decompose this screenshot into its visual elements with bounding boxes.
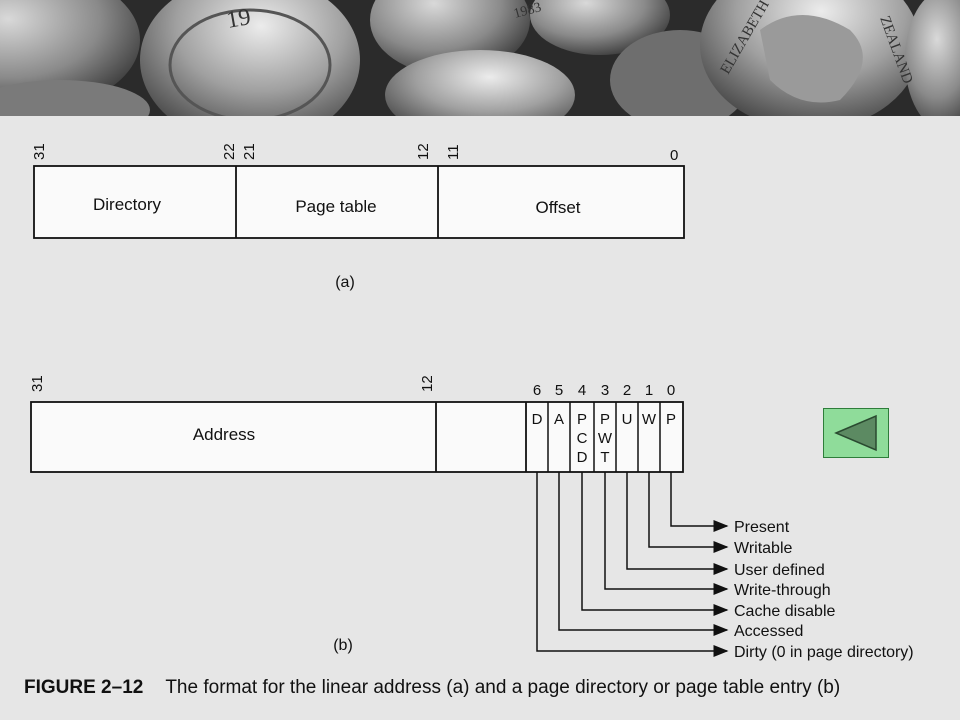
bit-label-11: 11 (445, 144, 462, 160)
flag-bit-4: 4 (578, 382, 586, 399)
bit-label-12: 12 (419, 375, 436, 392)
flag-bit-3: 3 (601, 382, 609, 399)
bit-label-0: 0 (670, 147, 678, 164)
figure-caption: FIGURE 2–12 The format for the linear add… (24, 677, 840, 699)
flag-letter-d: D (532, 411, 543, 428)
flag-letter-w: W (642, 411, 657, 428)
page-entry-register (30, 401, 684, 473)
part-a-label: (a) (335, 274, 355, 291)
linear-address-register (33, 165, 685, 239)
connector-write-through (604, 472, 729, 595)
connector-cache-disable (581, 472, 729, 616)
flag-desc-present: Present (734, 519, 790, 536)
connector-present (670, 472, 729, 532)
figure-number: FIGURE 2–12 (24, 677, 144, 698)
bit-label-31: 31 (29, 375, 46, 392)
field-offset: Offset (535, 198, 580, 217)
connector-accessed (558, 472, 729, 636)
field-page-table: Page table (295, 197, 376, 216)
flag-desc-user-defined: User defined (734, 562, 825, 579)
connector-writable (648, 472, 729, 553)
bit-label-12: 12 (415, 143, 432, 160)
flag-connectors (536, 472, 729, 657)
connector-user-defined (626, 472, 729, 575)
bit-label-22: 22 (221, 143, 238, 160)
triangle-left-icon (834, 414, 877, 452)
flag-bit-0: 0 (667, 382, 675, 399)
flag-bit-numbers: 6 5 4 3 2 1 0 (533, 382, 675, 399)
flag-bit-5: 5 (555, 382, 563, 399)
flag-desc-dirty: Dirty (0 in page directory) (734, 644, 914, 661)
connector-dirty (536, 472, 729, 657)
field-address: Address (193, 425, 255, 444)
flag-letter-p: P (666, 411, 676, 428)
back-button[interactable] (823, 408, 889, 458)
flag-bit-1: 1 (645, 382, 653, 399)
flag-desc-cache-disable: Cache disable (734, 603, 836, 620)
bit-label-31: 31 (31, 143, 48, 160)
figure-caption-text: The format for the linear address (a) an… (165, 677, 841, 698)
flag-letter-u: U (622, 411, 633, 428)
coins-banner-image: 19 1983 ELIZABETH ZEALAND (0, 0, 960, 116)
flag-descriptions: Present Writable User defined Write-thro… (734, 519, 914, 661)
field-directory: Directory (93, 195, 162, 214)
flag-bit-2: 2 (623, 382, 631, 399)
coin-text: 19 (225, 4, 253, 34)
part-b-label: (b) (333, 637, 353, 654)
flag-bit-6: 6 (533, 382, 541, 399)
coin-text: 1983 (512, 0, 543, 22)
bit-label-21: 21 (241, 143, 258, 160)
flag-desc-writable: Writable (734, 540, 792, 557)
flag-letter-a: A (554, 411, 564, 428)
flag-desc-write-through: Write-through (734, 582, 831, 599)
flag-desc-accessed: Accessed (734, 623, 803, 640)
